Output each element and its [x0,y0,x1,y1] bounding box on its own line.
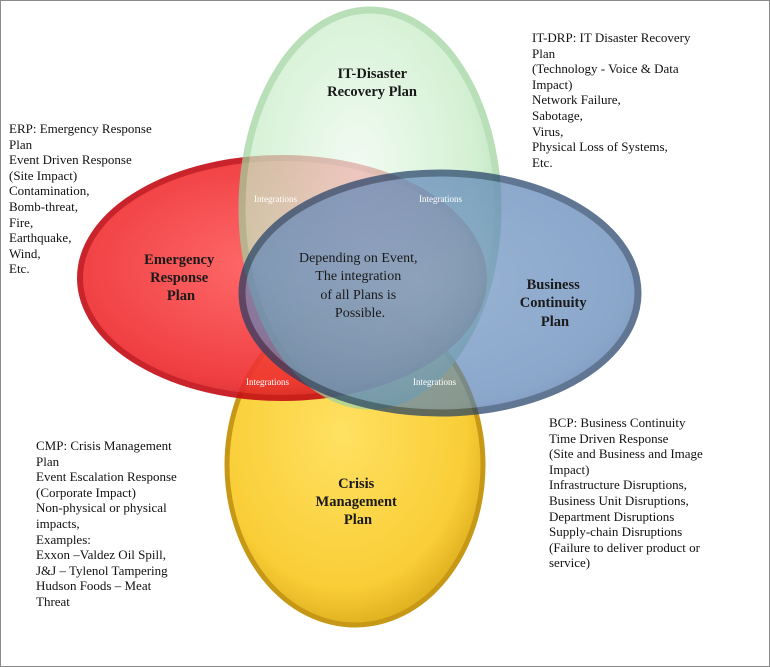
note-line: (Site Impact) [9,167,78,183]
note-line: ERP: Emergency Response [9,121,152,136]
note-line: Impact) [532,76,573,92]
note-line: Supply-chain Disruptions [549,524,683,540]
erp-note: ERP: Emergency Response Plan Event Drive… [9,121,152,277]
note-line: Contamination, [9,183,90,199]
bcp-label: Business Continuity Plan [520,277,591,330]
note-line: Non-physical or physical [36,500,167,516]
note-line: Department Disruptions [549,508,675,524]
note-line: Plan [532,45,556,61]
note-line: Virus, [532,123,564,139]
bcp-circle [238,169,642,417]
note-line: Event Escalation Response [36,469,177,485]
note-line: Event Driven Response [9,152,132,168]
note-line: CMP: Crisis Management [36,438,172,453]
it-label: IT-Disaster Recovery Plan [327,66,417,100]
note-line: (Corporate Impact) [36,484,136,500]
cmp-note: CMP: Crisis Management Plan Event Escala… [36,438,177,610]
note-line: Sabotage, [532,107,583,123]
note-line: Impact) [549,461,590,477]
note-line: impacts, [36,515,80,531]
note-line: Network Failure, [532,92,621,108]
integrations-label-bottom-right: Integrations [413,377,456,387]
note-line: J&J – Tylenol Tampering [36,562,168,578]
note-line: Hudson Foods – Meat [36,578,152,594]
note-line: Etc. [9,261,30,277]
note-line: Exxon –Valdez Oil Spill, [36,547,166,563]
note-line: Physical Loss of Systems, [532,139,668,155]
note-line: (Site and Business and Image [549,446,703,462]
note-line: BCP: Business Continuity [549,415,686,430]
note-line: (Technology - Voice & Data [532,61,679,77]
cmp-label: Crisis Management Plan [316,476,401,528]
note-line: Plan [9,136,33,152]
note-line: (Failure to deliver product or [549,539,700,555]
note-line: Bomb-threat, [9,198,78,214]
note-line: service) [549,555,591,571]
note-line: Earthquake, [9,230,72,246]
center-text: Depending on Event, The integration of a… [299,251,421,321]
note-line: Examples: [36,531,91,547]
integrations-label-top-left: Integrations [254,194,297,204]
note-line: IT-DRP: IT Disaster Recovery [532,30,691,45]
note-line: Infrastructure Disruptions, [549,477,687,493]
note-line: Business Unit Disruptions, [549,492,689,508]
note-line: Time Driven Response [549,430,669,446]
bcp-note: BCP: Business Continuity Time Driven Res… [549,415,703,571]
note-line: Etc. [532,154,553,170]
it-drp-note: IT-DRP: IT Disaster Recovery Plan (Techn… [532,30,691,170]
erp-label: Emergency Response Plan [144,252,218,304]
integrations-label-top-right: Integrations [419,194,462,204]
note-line: Wind, [9,245,41,261]
note-line: Plan [36,453,60,469]
note-line: Fire, [9,214,34,230]
note-line: Threat [36,593,70,609]
integrations-label-bottom-left: Integrations [246,377,289,387]
